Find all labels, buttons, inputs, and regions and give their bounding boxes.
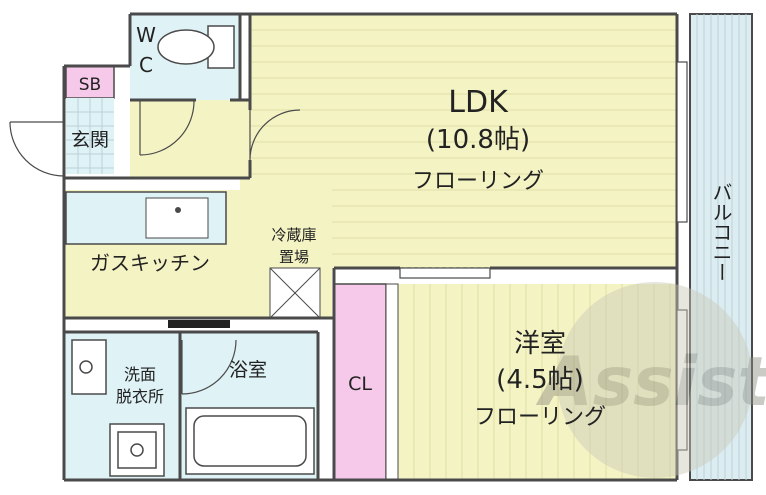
shoe-box-label: SB — [79, 75, 101, 95]
western-floor: フローリング — [474, 405, 606, 430]
washroom-label-2: 脱衣所 — [116, 387, 164, 406]
balcony — [689, 13, 753, 481]
watermark: Assist — [535, 282, 766, 478]
toilet-label-w: W — [136, 23, 156, 47]
watermark-text: Assist — [535, 343, 766, 422]
closet-label: CL — [348, 373, 372, 395]
closet — [333, 283, 387, 481]
kitchen-counter — [65, 191, 227, 245]
entrance-label: 玄関 — [71, 129, 109, 151]
ldk-floor: フローリング — [412, 169, 544, 194]
closet-door — [385, 283, 399, 481]
room-western — [398, 284, 677, 480]
fridge-space — [269, 267, 321, 319]
washing-machine-pan — [109, 423, 165, 477]
bath-label: 浴室 — [229, 359, 267, 381]
ldk-size: (10.8帖) — [426, 125, 530, 155]
balcony-label: バルコニー — [709, 182, 733, 282]
western-size: (4.5帖) — [496, 365, 584, 395]
washbasin — [71, 339, 107, 395]
ldk-name: LDK — [448, 85, 509, 120]
bathtub — [185, 407, 315, 475]
toilet-label-c: C — [139, 53, 153, 77]
windows — [399, 61, 688, 451]
toilet-fixture — [157, 25, 235, 69]
walls — [62, 12, 679, 482]
fridge-label-2: 置場 — [279, 248, 309, 266]
western-name: 洋室 — [514, 329, 566, 359]
kitchen-label: ガスキッチン — [90, 251, 210, 275]
washroom-label-1: 洗面 — [124, 365, 156, 384]
fridge-label-1: 冷蔵庫 — [271, 226, 316, 244]
hall-floor — [130, 100, 250, 178]
entrance — [66, 98, 114, 174]
bath-door-frame — [168, 320, 230, 328]
